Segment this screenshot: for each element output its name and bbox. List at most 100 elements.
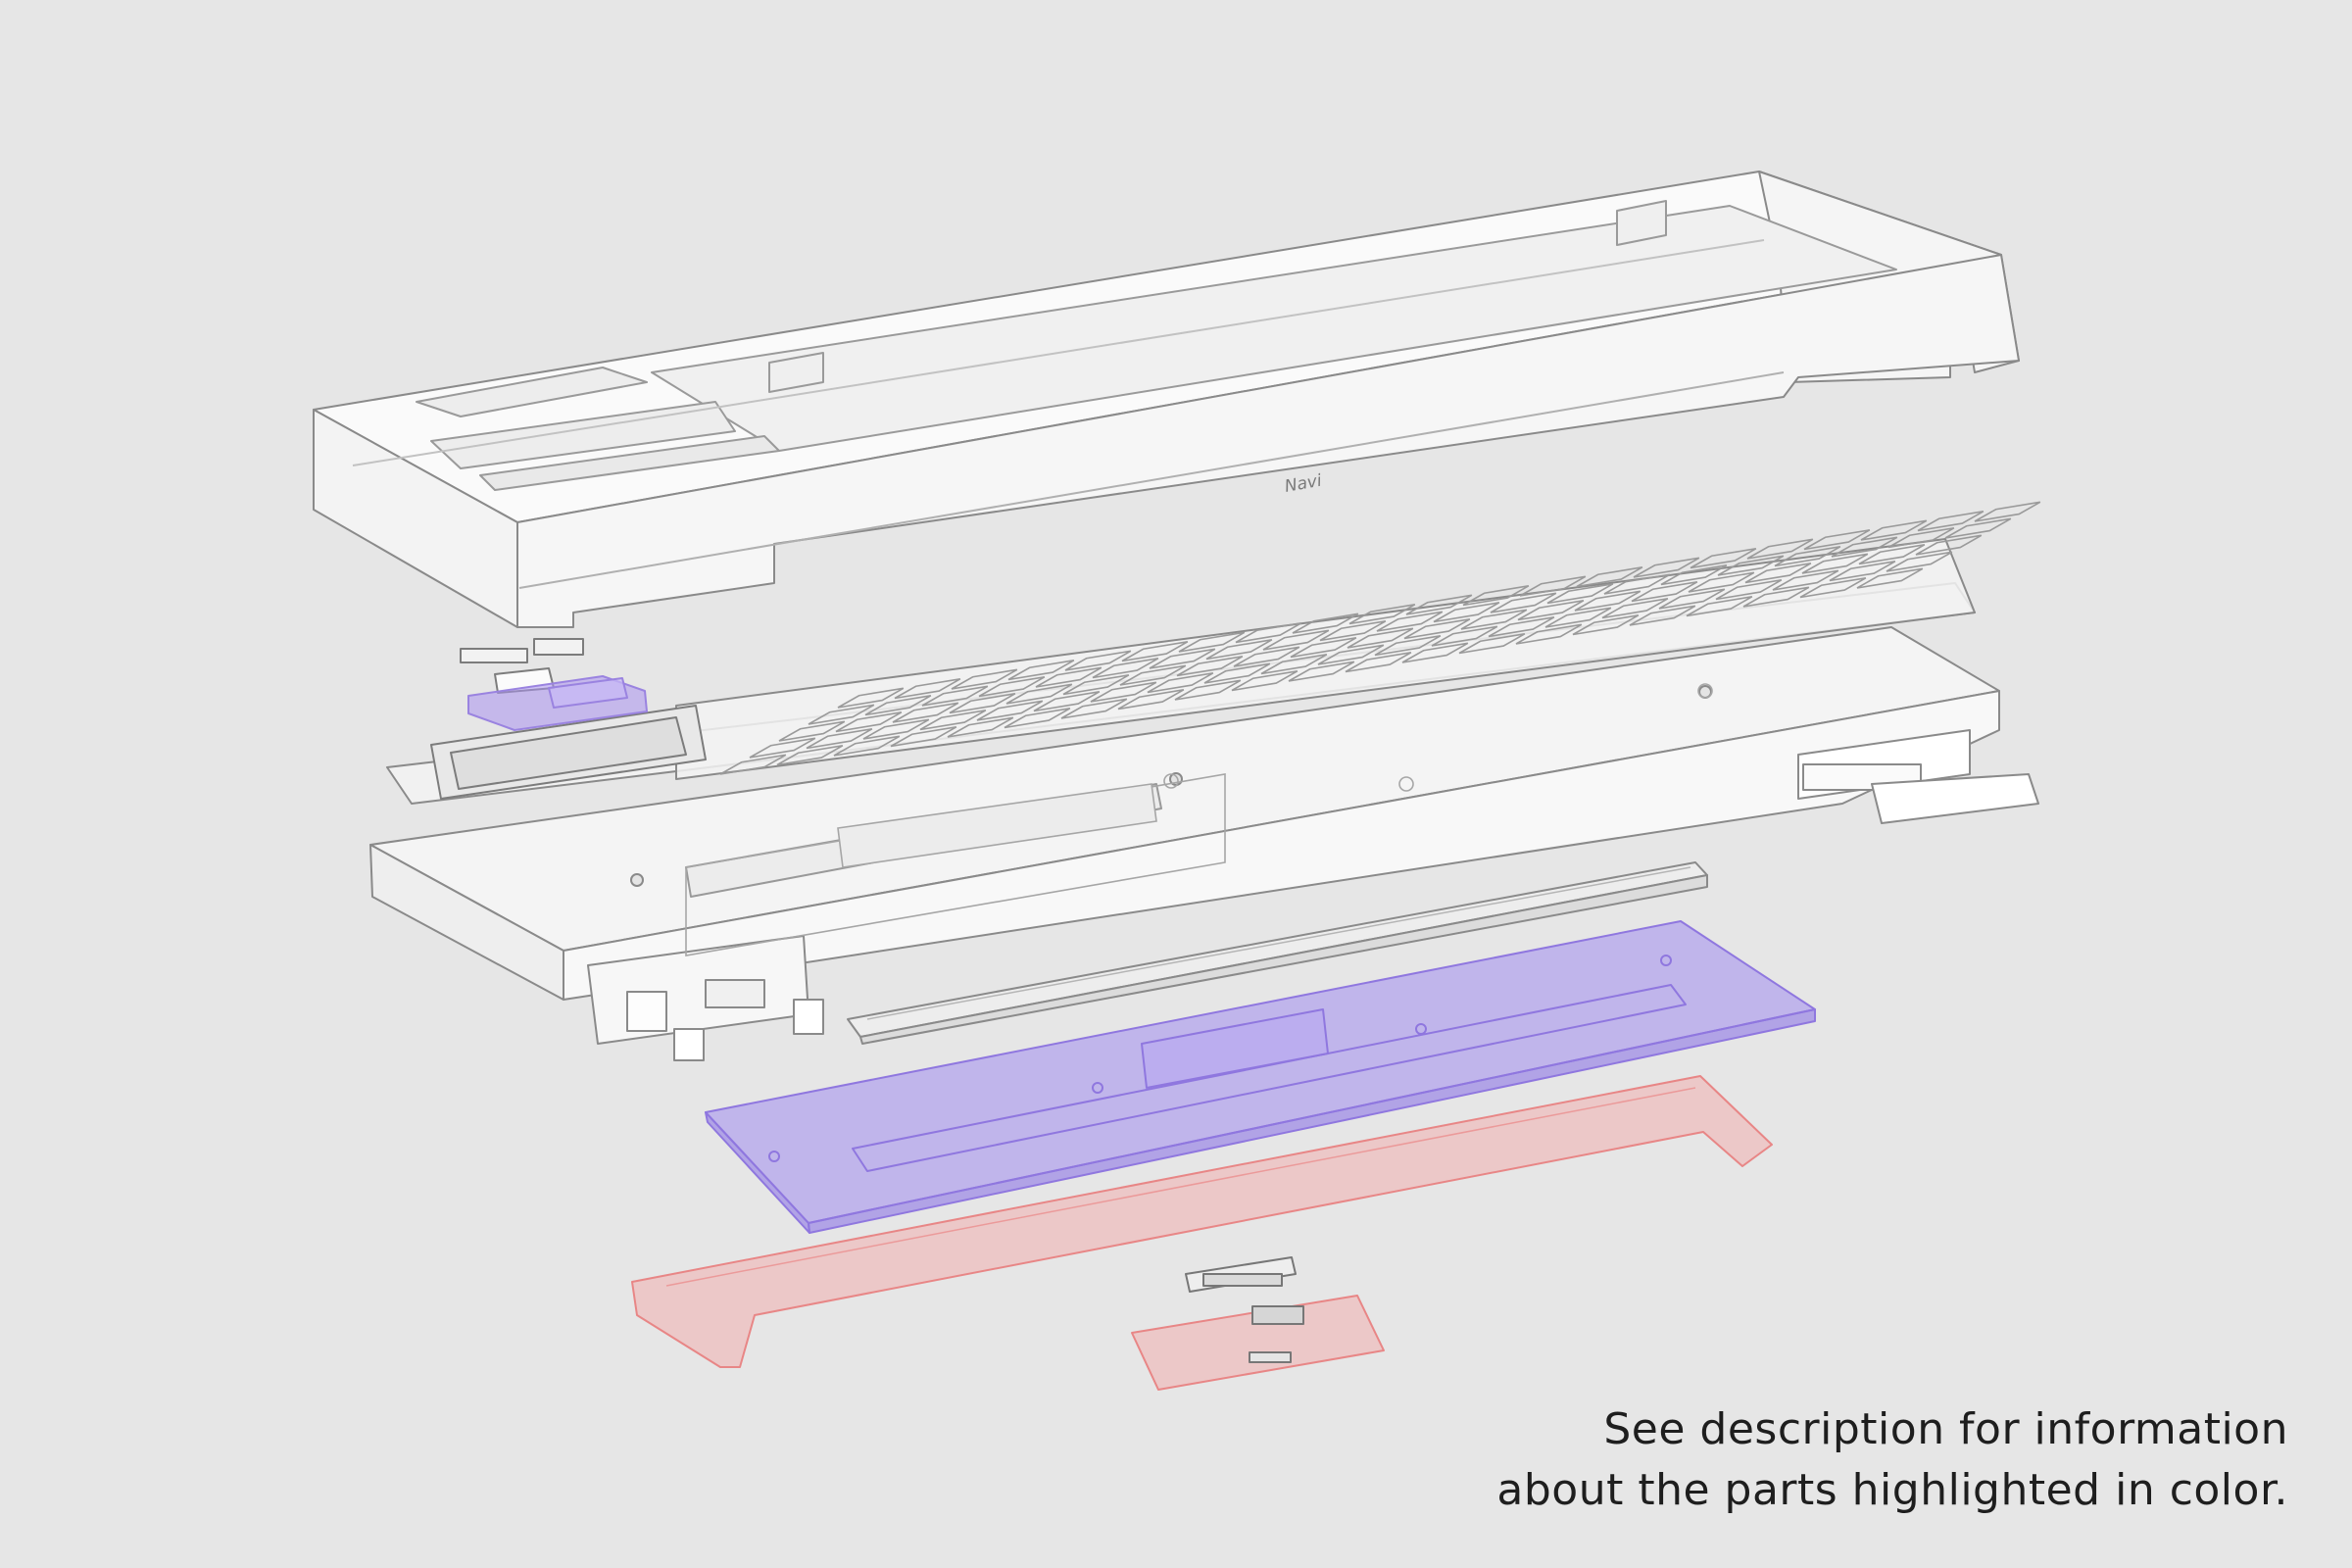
- switch-cutout: [1688, 571, 1755, 593]
- switch-cutout: [1062, 674, 1130, 696]
- switch-cutout: [1490, 592, 1557, 613]
- switch-cutout: [1829, 561, 1896, 582]
- switch-cutout: [1205, 639, 1273, 661]
- switch-cutout: [1004, 708, 1071, 729]
- caption: See description for information about th…: [1496, 1399, 2288, 1521]
- switch-cutout: [1319, 620, 1387, 642]
- switch-cutout: [1117, 689, 1185, 710]
- switch-cutout: [1601, 598, 1669, 619]
- switch-cutout: [1460, 609, 1528, 630]
- switch-cutout: [894, 678, 961, 700]
- switch-cutout: [1742, 586, 1810, 608]
- usb-connector-assembly: [587, 935, 824, 1061]
- pcb: [685, 683, 1713, 956]
- switch-cutout: [1488, 616, 1555, 638]
- switch-cutout: [1799, 577, 1867, 599]
- switch-cutout: [1462, 585, 1530, 607]
- switch-cutout: [1090, 681, 1157, 703]
- switch-cutout: [749, 737, 816, 759]
- switch-cutout: [919, 710, 987, 731]
- switch-cutout: [864, 695, 932, 716]
- top-case: Navi: [313, 171, 2020, 628]
- switch-cutout: [1403, 618, 1471, 640]
- switch-cutout: [835, 711, 903, 733]
- switch-cutout: [1717, 555, 1785, 576]
- switch-cutout: [1686, 596, 1753, 617]
- switch-cutout: [1944, 517, 2012, 539]
- switch-cutout: [1715, 579, 1783, 601]
- switch-cutout: [1174, 679, 1242, 701]
- switch-cutout: [806, 728, 873, 750]
- switch-cutout: [1376, 611, 1444, 632]
- switch-cutout: [1235, 622, 1302, 644]
- switch-cutout: [1292, 612, 1359, 634]
- caption-line-1: See description for information: [1603, 1404, 2288, 1454]
- switch-cutout: [833, 735, 901, 757]
- switch-cutout: [978, 676, 1046, 698]
- switch-cutout: [1035, 666, 1102, 688]
- switch-cutout: [1517, 600, 1585, 621]
- switch-cutout: [808, 704, 875, 725]
- switch-cutout: [778, 720, 846, 742]
- switch-cutout: [1544, 607, 1612, 628]
- switch-cutout: [1803, 529, 1871, 551]
- switch-cutout: [1887, 527, 1955, 549]
- switch-cutout: [1574, 590, 1642, 612]
- switch-cutout: [1060, 698, 1128, 719]
- switch-cutout: [1515, 623, 1583, 645]
- switch-cutout: [1033, 691, 1101, 712]
- switch-cutout: [1746, 538, 1814, 560]
- highlighted-purple-bottom-plate: [705, 920, 1816, 1234]
- switch-cutout: [776, 745, 844, 766]
- switch-cutout: [1347, 627, 1414, 649]
- switch-cutout: [1121, 641, 1189, 662]
- switch-cutout: [1431, 625, 1498, 647]
- switch-cutout: [862, 718, 930, 740]
- switch-cutout: [1092, 658, 1159, 679]
- switch-cutout: [1858, 544, 1926, 565]
- switch-cutout: [1005, 683, 1073, 705]
- switch-cutout: [1149, 648, 1216, 669]
- switch-cutout: [1572, 614, 1640, 636]
- highlighted-red-weight: [631, 1075, 1773, 1368]
- switch-cutout: [1317, 644, 1385, 665]
- switch-cutout: [1631, 581, 1698, 603]
- switch-cutout: [1345, 652, 1412, 673]
- switch-cutout: [1433, 602, 1500, 623]
- switch-cutout: [1288, 661, 1355, 682]
- switch-cutout: [1633, 557, 1700, 578]
- highlighted-small-purple-part: [467, 675, 648, 731]
- switch-cutout: [1519, 575, 1587, 597]
- switch-cutout: [976, 700, 1044, 721]
- switch-cutout: [1203, 662, 1271, 684]
- switch-cutout: [1262, 629, 1330, 651]
- switch-cutout: [1658, 588, 1726, 610]
- switch-cutout: [1744, 563, 1812, 584]
- switch-cutout: [1374, 635, 1442, 657]
- switch-cutout: [1348, 604, 1416, 625]
- switch-cutout: [1831, 536, 1898, 558]
- switch-cutout: [949, 693, 1016, 714]
- switch-cutout: [1176, 656, 1244, 677]
- long-support-bar: [847, 861, 1708, 1045]
- switch-cutout: [951, 668, 1018, 690]
- switch-cutout: [1690, 548, 1757, 569]
- switch-cutout: [892, 702, 959, 723]
- switch-cutout: [1801, 553, 1869, 574]
- switch-cutout: [1603, 573, 1671, 595]
- highlighted-red-daughterboard-mount: [1131, 1295, 1385, 1391]
- switch-cutout: [837, 687, 905, 709]
- switch-cutout: [1917, 511, 1984, 532]
- switch-cutout-grid: [719, 501, 2041, 775]
- switch-cutout: [1290, 637, 1357, 659]
- switch-cutout: [1260, 654, 1328, 675]
- switch-cutout: [1007, 660, 1075, 681]
- switch-cutout: [1576, 566, 1643, 588]
- switch-cutout: [1886, 551, 1953, 572]
- switch-cutout: [947, 716, 1014, 738]
- top-case-logo: Navi: [1283, 471, 1323, 497]
- switch-cutout: [1064, 650, 1132, 671]
- switch-cutout: [1915, 534, 1983, 556]
- switch-cutout: [1458, 633, 1526, 655]
